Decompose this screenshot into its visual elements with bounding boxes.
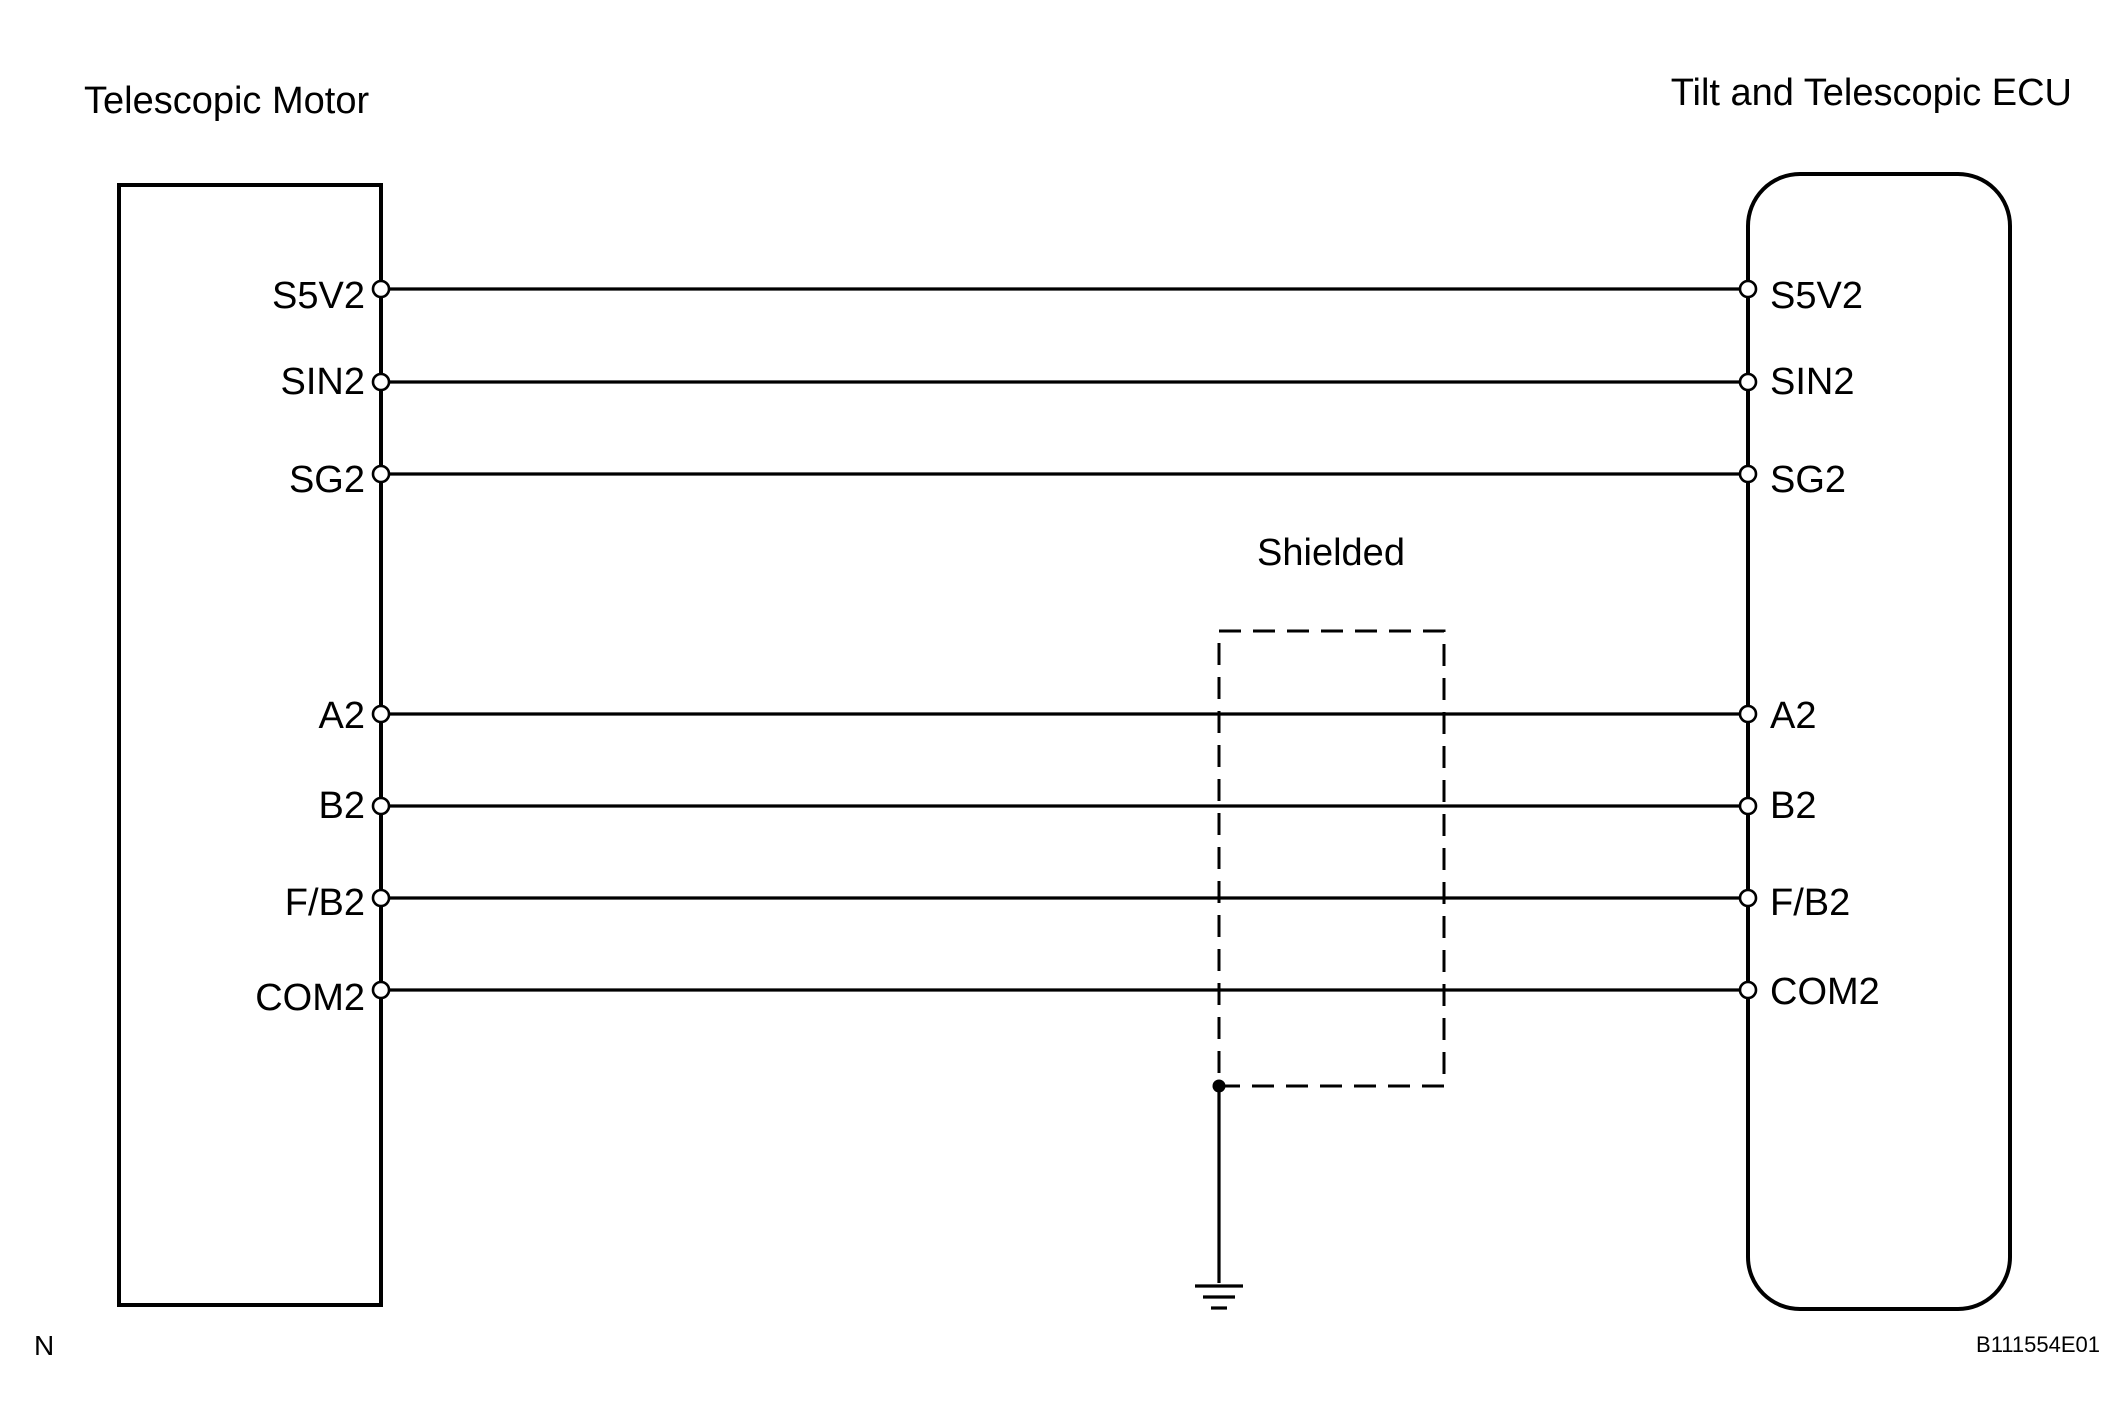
right-pin-label: SIN2 bbox=[1770, 361, 1854, 403]
left-pin-label: SIN2 bbox=[281, 361, 365, 403]
shield-outline bbox=[1217, 629, 1446, 1088]
right-terminal bbox=[1738, 372, 1758, 392]
left-terminal bbox=[371, 980, 391, 1000]
right-pin-label: COM2 bbox=[1770, 971, 1880, 1013]
corner-mark: N bbox=[34, 1330, 54, 1361]
left-pin-label: COM2 bbox=[255, 977, 365, 1019]
right-terminal bbox=[1738, 796, 1758, 816]
right-terminal bbox=[1738, 980, 1758, 1000]
left-pin-label: B2 bbox=[319, 785, 365, 827]
telescopic-motor-box bbox=[117, 183, 383, 1307]
left-pin-label: F/B2 bbox=[285, 882, 365, 924]
right-terminal bbox=[1738, 888, 1758, 908]
left-terminal bbox=[371, 372, 391, 392]
left-component-title: Telescopic Motor bbox=[84, 80, 369, 122]
right-component-title: Tilt and Telescopic ECU bbox=[1671, 72, 2072, 114]
right-pin-label: S5V2 bbox=[1770, 275, 1863, 317]
left-terminal bbox=[371, 279, 391, 299]
right-terminal bbox=[1738, 704, 1758, 724]
figure-code: B111554E01 bbox=[1976, 1332, 2100, 1357]
ecu-box bbox=[1746, 172, 2012, 1311]
right-pin-label: A2 bbox=[1770, 695, 1816, 737]
ground-icon bbox=[1195, 1284, 1243, 1310]
right-pin-label: SG2 bbox=[1770, 459, 1846, 501]
shield-label: Shielded bbox=[1257, 532, 1405, 574]
left-terminal bbox=[371, 704, 391, 724]
left-pin-label: A2 bbox=[319, 695, 365, 737]
right-terminal bbox=[1738, 279, 1758, 299]
left-terminal bbox=[371, 796, 391, 816]
left-terminal bbox=[371, 464, 391, 484]
right-pin-label: F/B2 bbox=[1770, 882, 1850, 924]
right-terminal bbox=[1738, 464, 1758, 484]
right-pin-label: B2 bbox=[1770, 785, 1816, 827]
left-terminal bbox=[371, 888, 391, 908]
left-pin-label: S5V2 bbox=[272, 275, 365, 317]
left-pin-label: SG2 bbox=[289, 459, 365, 501]
